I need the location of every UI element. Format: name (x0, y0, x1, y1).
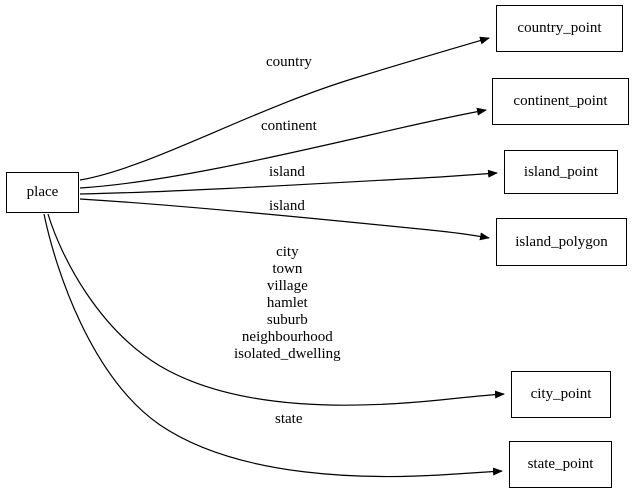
node-continent_point[interactable]: continent_point (492, 78, 629, 125)
node-label: city_point (530, 386, 592, 402)
node-city_point[interactable]: city_point (511, 371, 611, 418)
edge-place-city_point (47, 213, 505, 406)
edge-label-place-country_point: country (266, 54, 312, 70)
node-label: country_point (517, 20, 602, 36)
node-label: continent_point (513, 93, 608, 109)
node-label: place (26, 184, 59, 200)
edge-label-place-island_polygon: island (269, 198, 305, 214)
edge-place-state_point (43, 213, 503, 478)
edge-place-country_point (79, 36, 490, 181)
node-island_polygon[interactable]: island_polygon (496, 218, 627, 266)
edge-label-place-island_point: island (269, 164, 305, 180)
edge-place-continent_point (79, 107, 487, 189)
edge-label-place-continent_point: continent (261, 118, 317, 134)
node-label: island_point (523, 163, 599, 180)
node-state_point[interactable]: state_point (509, 441, 612, 488)
node-label: state_point (527, 456, 594, 472)
edge-place-island_point (79, 169, 498, 195)
node-label: island_polygon (515, 233, 608, 250)
edge-place-island_polygon (79, 198, 490, 241)
node-island_point[interactable]: island_point (504, 150, 618, 194)
node-place[interactable]: place (6, 172, 79, 213)
edge-label-place-city_point: city town village hamlet suburb neighbou… (234, 244, 341, 362)
node-country_point[interactable]: country_point (496, 5, 623, 52)
edge-paths (43, 36, 505, 478)
edge-label-place-state_point: state (275, 411, 303, 427)
